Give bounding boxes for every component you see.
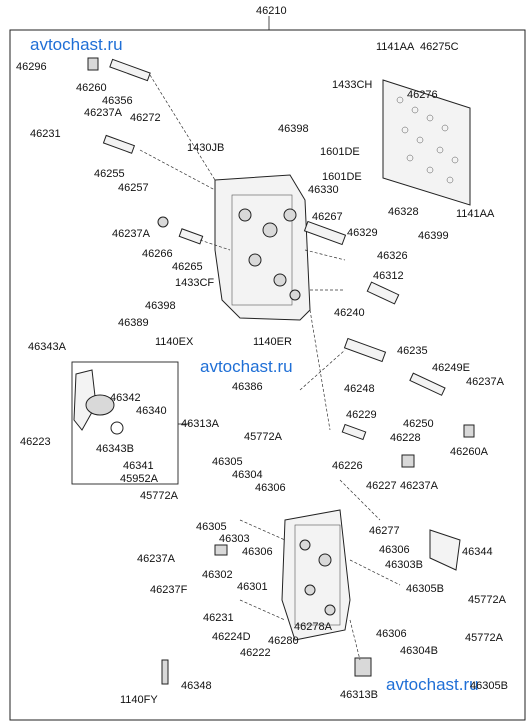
label-46341: 46341 bbox=[123, 460, 154, 472]
label-45772A-3: 45772A bbox=[468, 594, 507, 606]
label-46228: 46228 bbox=[390, 432, 421, 444]
label-1433CH: 1433CH bbox=[332, 79, 372, 91]
label-1140ER: 1140ER bbox=[253, 336, 292, 348]
label-46255: 46255 bbox=[94, 168, 125, 180]
label-46312: 46312 bbox=[373, 270, 404, 282]
label-46260: 46260 bbox=[76, 82, 107, 94]
label-46278A: 46278A bbox=[294, 621, 333, 633]
label-1140EX: 1140EX bbox=[155, 336, 194, 348]
label-46306: 46306 bbox=[255, 482, 286, 494]
label-1601DE: 1601DE bbox=[320, 146, 360, 158]
label-46235: 46235 bbox=[397, 345, 428, 357]
label-46348: 46348 bbox=[181, 680, 212, 692]
lower-valve-body bbox=[281, 509, 351, 641]
label-46326: 46326 bbox=[377, 250, 408, 262]
label-46248: 46248 bbox=[344, 383, 375, 395]
label-46329: 46329 bbox=[347, 227, 378, 239]
label-1141AA: 1141AA bbox=[376, 41, 415, 53]
label-46237F: 46237F bbox=[150, 584, 188, 596]
label-46280: 46280 bbox=[268, 635, 299, 647]
label-45772A-2: 45772A bbox=[140, 490, 179, 502]
label-46277: 46277 bbox=[369, 525, 400, 537]
label-46398-2: 46398 bbox=[145, 300, 176, 312]
label-46237A-3: 46237A bbox=[466, 376, 505, 388]
label-46222: 46222 bbox=[240, 647, 271, 659]
label-45772A-4: 45772A bbox=[465, 632, 504, 644]
label-46328: 46328 bbox=[388, 206, 419, 218]
label-46265: 46265 bbox=[172, 261, 203, 273]
label-46386: 46386 bbox=[232, 381, 263, 393]
solenoid-group-box bbox=[71, 361, 179, 485]
label-46342: 46342 bbox=[110, 392, 141, 404]
label-46305B: 46305B bbox=[406, 583, 444, 595]
label-46229: 46229 bbox=[346, 409, 377, 421]
label-46306-3: 46306 bbox=[379, 544, 410, 556]
label-46237A-2: 46237A bbox=[112, 228, 151, 240]
label-46306-2: 46306 bbox=[242, 546, 273, 558]
separator-plate bbox=[382, 79, 471, 206]
label-46389: 46389 bbox=[118, 317, 149, 329]
label-46227: 46227 bbox=[366, 480, 397, 492]
label-46267: 46267 bbox=[312, 211, 343, 223]
label-46305: 46305 bbox=[212, 456, 243, 468]
label-46266: 46266 bbox=[142, 248, 173, 260]
label-46344: 46344 bbox=[462, 546, 493, 558]
label-46356: 46356 bbox=[102, 95, 133, 107]
label-46398: 46398 bbox=[278, 123, 309, 135]
label-46343A: 46343A bbox=[28, 341, 67, 353]
label-46306-4: 46306 bbox=[376, 628, 407, 640]
label-46240: 46240 bbox=[334, 307, 365, 319]
label-46305-2: 46305 bbox=[196, 521, 227, 533]
label-46257: 46257 bbox=[118, 182, 149, 194]
upper-valve-body bbox=[214, 174, 311, 321]
label-46340: 46340 bbox=[136, 405, 167, 417]
label-46224D: 46224D bbox=[212, 631, 251, 643]
label-46304B: 46304B bbox=[400, 645, 438, 657]
label-45772A: 45772A bbox=[244, 431, 283, 443]
label-46304: 46304 bbox=[232, 469, 263, 481]
label-1601DE-2: 1601DE bbox=[322, 171, 362, 183]
label-46303B: 46303B bbox=[385, 559, 423, 571]
label-46237A: 46237A bbox=[84, 107, 123, 119]
label-46276: 46276 bbox=[407, 89, 438, 101]
label-46231-2: 46231 bbox=[203, 612, 234, 624]
watermark-middle: avtochast.ru bbox=[200, 357, 293, 376]
label-46226: 46226 bbox=[332, 460, 363, 472]
label-46249E: 46249E bbox=[432, 362, 470, 374]
label-46296: 46296 bbox=[16, 61, 47, 73]
label-1141AA-2: 1141AA bbox=[456, 208, 495, 220]
label-46237A-5: 46237A bbox=[137, 553, 176, 565]
label-46223: 46223 bbox=[20, 436, 51, 448]
label-1433CF: 1433CF bbox=[175, 277, 214, 289]
label-46313B: 46313B bbox=[340, 689, 378, 701]
label-46210: 46210 bbox=[256, 5, 287, 17]
label-46303: 46303 bbox=[219, 533, 250, 545]
label-46302: 46302 bbox=[202, 569, 233, 581]
label-1140FY: 1140FY bbox=[120, 694, 158, 706]
label-46313A: 46313A bbox=[181, 418, 220, 430]
label-45952A: 45952A bbox=[120, 473, 159, 485]
label-46301: 46301 bbox=[237, 581, 268, 593]
small-parts bbox=[73, 57, 475, 685]
label-46250: 46250 bbox=[403, 418, 434, 430]
label-46260A: 46260A bbox=[450, 446, 489, 458]
label-46305B-2: 46305B bbox=[470, 680, 508, 692]
label-46399: 46399 bbox=[418, 230, 449, 242]
label-46231: 46231 bbox=[30, 128, 61, 140]
label-46272: 46272 bbox=[130, 112, 161, 124]
watermark-bottom: avtochast.ru bbox=[386, 675, 479, 694]
label-1430JB: 1430JB bbox=[187, 142, 224, 154]
outer-frame bbox=[9, 29, 526, 721]
label-46237A-4: 46237A bbox=[400, 480, 439, 492]
label-46275C: 46275C bbox=[420, 41, 459, 53]
part-labels: 46210 46296 46260 46356 46237A 46272 114… bbox=[16, 5, 508, 706]
leader-lines bbox=[139, 74, 401, 661]
label-46343B: 46343B bbox=[96, 443, 134, 455]
label-46330: 46330 bbox=[308, 184, 339, 196]
watermark-top: avtochast.ru bbox=[30, 35, 123, 54]
